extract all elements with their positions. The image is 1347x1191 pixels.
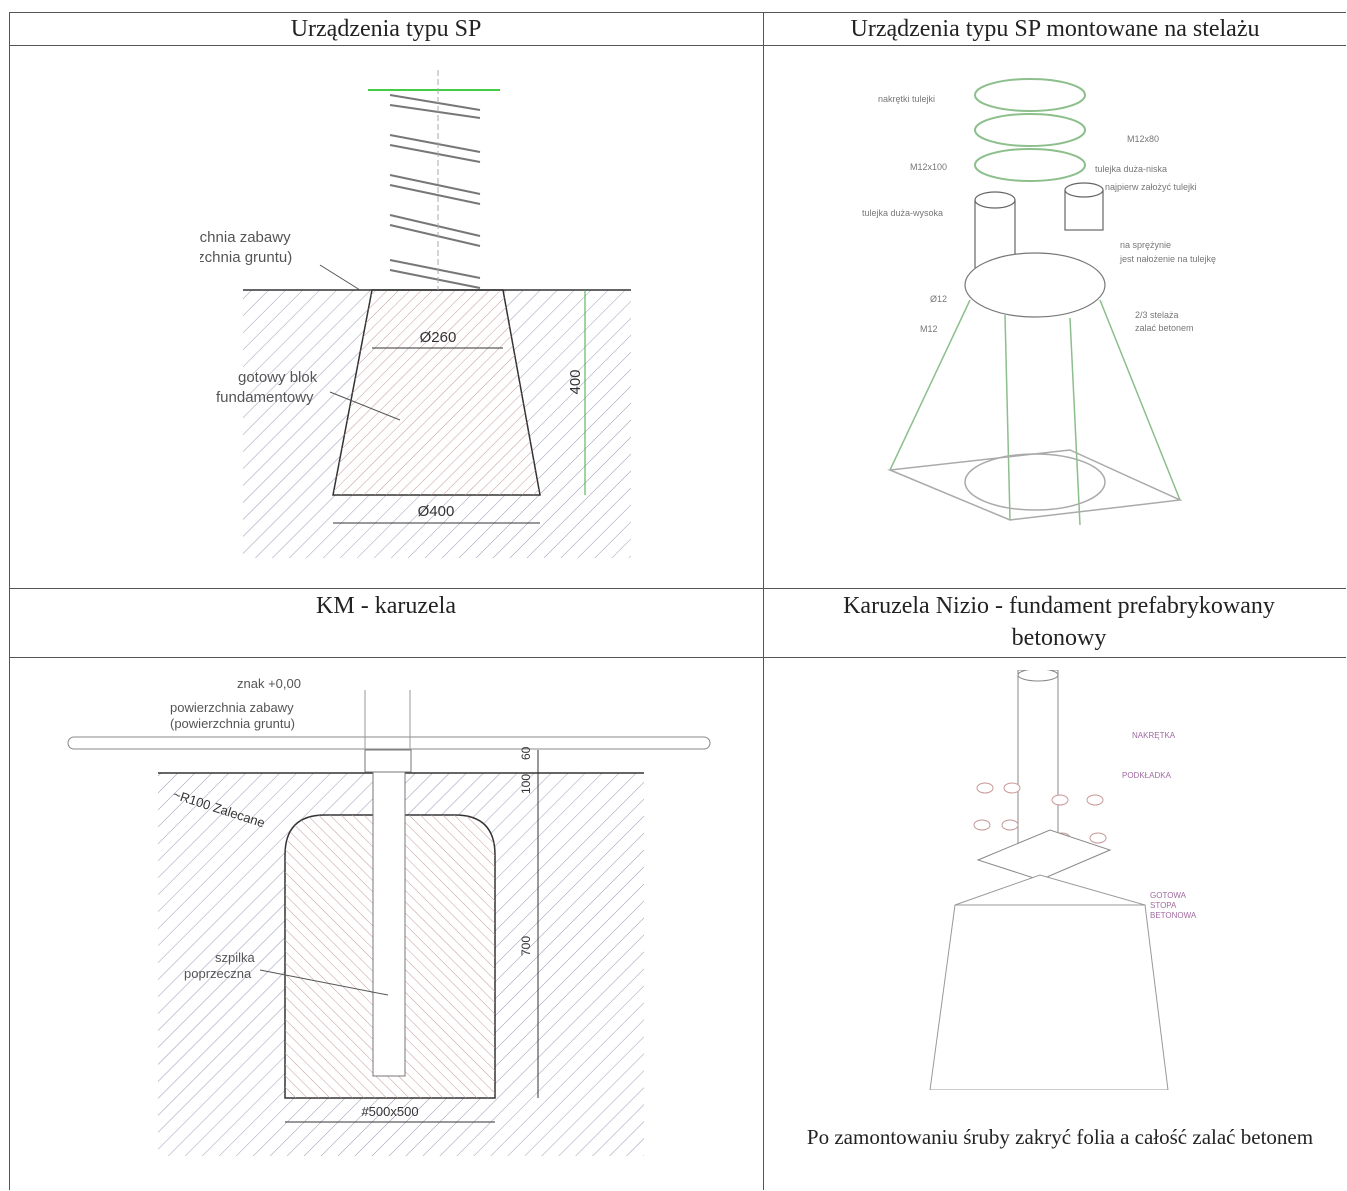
dim-700: 700 <box>519 936 533 956</box>
concrete-top <box>954 874 1146 906</box>
frame-legs <box>887 299 1183 526</box>
nizio-caption: Po zamontowaniu śruby zakryć folia a cał… <box>806 1125 1314 1149</box>
znak-label: znak +0,00 <box>237 676 301 691</box>
frame-plate <box>964 252 1106 318</box>
block-leader <box>329 391 401 421</box>
surface-label-2: (powierzchnia gruntu) <box>200 249 292 266</box>
label-nakretka: NAKRĘTKA <box>1132 731 1176 740</box>
header-sp-stelaz: Urządzenia typu SP montowane na stelażu <box>850 16 1260 42</box>
header-nizio: Karuzela Nizio - fundament prefabrykowan… <box>843 593 1275 651</box>
dim-top-label: Ø260 <box>420 329 457 346</box>
label-najpierw: najpierw założyć tulejki <box>1105 182 1197 192</box>
header-km: KM - karuzela <box>316 593 456 619</box>
sleeves <box>974 182 1104 271</box>
table-border-top <box>9 12 1346 13</box>
header-sp: Urządzenia typu SP <box>290 16 482 42</box>
center-post <box>372 755 406 1077</box>
surface-leader <box>319 264 361 291</box>
row1-header-rule <box>9 45 1346 46</box>
label-nalozenie: jest nałożenie na tulejkę <box>1119 254 1216 264</box>
nizio-foundation-drawing: NAKRĘTKA PODKŁADKA GOTOWA STOPA BETONOWA <box>929 670 1197 1090</box>
label-2-3-stelaza: 2/3 stelaża <box>1135 310 1179 320</box>
label-m12: M12 <box>920 324 938 334</box>
row-divider <box>9 588 1346 589</box>
label-nakretki: nakrętki tulejki <box>878 94 935 104</box>
concrete-block <box>929 904 1169 1090</box>
label-m12x100: M12x100 <box>910 162 947 172</box>
post-collar <box>364 749 412 773</box>
label-na-sprezynie: na sprężynie <box>1120 240 1171 250</box>
label-zalac: zalać betonem <box>1135 323 1194 333</box>
table-divider-vertical <box>763 12 764 1190</box>
dim-60: 60 <box>519 746 533 760</box>
base-plate <box>976 829 1112 881</box>
label-tulejka-niska: tulejka duża-niska <box>1095 164 1167 174</box>
sp-foundation-drawing: Ø260 Ø400 400 powierzchnia zabawy (powie… <box>200 70 631 558</box>
spring <box>368 70 500 290</box>
surface-label-1: powierzchnia zabawy <box>200 229 291 246</box>
row2-header-rule <box>9 657 1346 658</box>
surface-label-1: powierzchnia zabawy <box>170 700 294 715</box>
dim-height-label: 400 <box>567 369 584 394</box>
pin-leader <box>259 969 389 996</box>
label-m12x80: M12x80 <box>1127 134 1159 144</box>
stelaz-labels: nakrętki tulejki M12x80 M12x100 tulejka … <box>862 94 1216 334</box>
drawing-table: Urządzenia typu SP Urządzenia typu SP mo… <box>9 12 1346 1190</box>
block-label-1: gotowy blok <box>238 369 318 386</box>
label-betonowa: BETONOWA <box>1150 911 1197 920</box>
pin-label-1: szpilka <box>215 950 256 965</box>
foundation-hatch <box>333 290 540 495</box>
dim-base-label: #500x500 <box>361 1104 418 1119</box>
spring-rings <box>974 78 1086 182</box>
dim-bottom-label: Ø400 <box>418 503 455 520</box>
carousel-bar <box>67 736 711 750</box>
label-stopa: STOPA <box>1150 901 1177 910</box>
km-foundation-drawing: znak +0,00 powierzchnia zabawy (powierzc… <box>67 676 711 1156</box>
label-gotowa: GOTOWA <box>1150 891 1187 900</box>
label-tulejka-wysoka: tulejka duża-wysoka <box>862 208 943 218</box>
sp-stelaz-drawing: nakrętki tulejki M12x80 M12x100 tulejka … <box>862 78 1216 526</box>
surface-label-2: (powierzchnia gruntu) <box>170 716 295 731</box>
block-label-2: fundamentowy <box>216 389 314 406</box>
post-top <box>1017 670 1059 682</box>
post-tube <box>1017 670 1059 851</box>
pin-label-2: poprzeczna <box>184 966 252 981</box>
label-podkladka: PODKŁADKA <box>1122 771 1172 780</box>
dim-100: 100 <box>519 774 533 794</box>
label-o12: Ø12 <box>930 294 947 304</box>
table-border-left <box>9 12 10 1190</box>
nizio-labels: NAKRĘTKA PODKŁADKA GOTOWA STOPA BETONOWA <box>1122 731 1197 920</box>
